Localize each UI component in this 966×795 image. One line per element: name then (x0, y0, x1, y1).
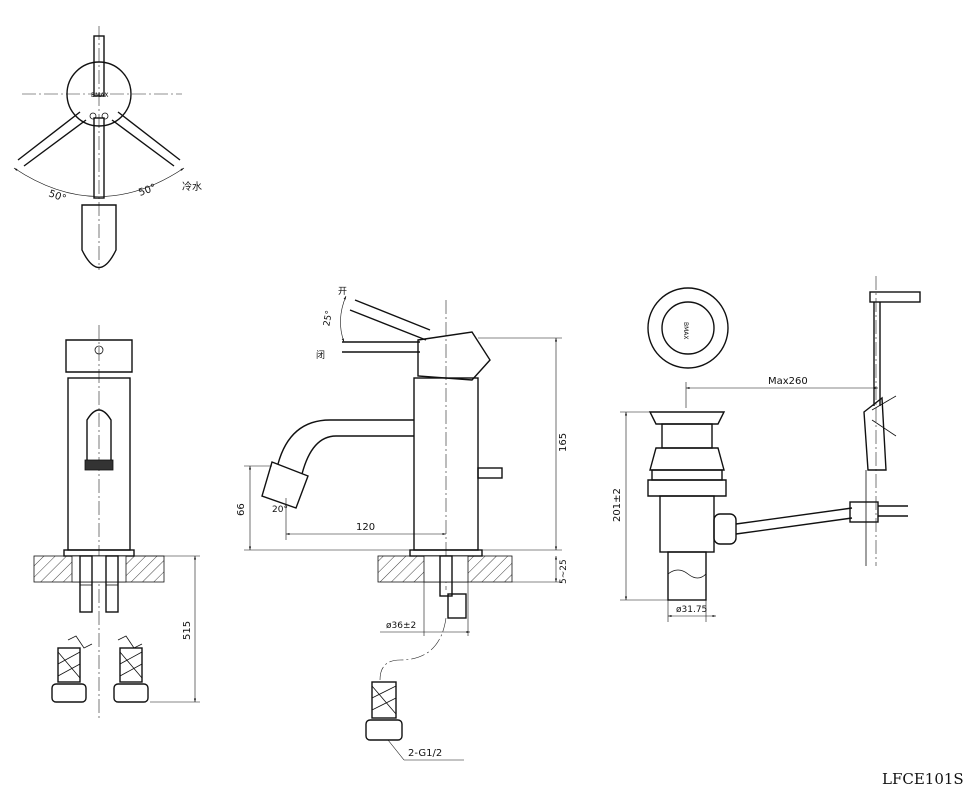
drain-dia-label: ø31.75 (676, 605, 707, 615)
connection-label: 2-G1/2 (408, 748, 442, 759)
side-view: 开 闭 25° 20° 2-G1/2 ø36±2 1 (236, 286, 569, 761)
reach-120-label: 120 (356, 522, 375, 533)
open-label: 开 (338, 286, 347, 297)
brand-top-label: BMAX (91, 92, 109, 99)
height-165-label: 165 (558, 433, 569, 452)
drain-view: BMAX Max260 201±2 (612, 276, 921, 622)
spout-angle-label: 20° (272, 505, 288, 515)
angle-right-label: 50° (137, 182, 157, 198)
drain-height-label: 201±2 (612, 488, 623, 522)
closed-label: 闭 (316, 349, 325, 361)
angle-left-label: 50° (47, 188, 67, 204)
brand-plug-label: BMAX (682, 322, 689, 340)
top-view: 50° 50° 冷水 BMAX (13, 26, 202, 270)
cold-water-label: 冷水 (182, 180, 202, 193)
deck-thickness-label: 5~25 (559, 559, 569, 584)
hole-dia-label: ø36±2 (386, 621, 416, 631)
model-number: LFCE101S (882, 770, 964, 788)
hose-length-label: 515 (182, 621, 193, 640)
handle-angle-label: 25° (322, 310, 335, 327)
front-view: 515 (33, 325, 200, 720)
height-66-label: 66 (236, 503, 247, 516)
max-reach-label: Max260 (768, 376, 808, 387)
